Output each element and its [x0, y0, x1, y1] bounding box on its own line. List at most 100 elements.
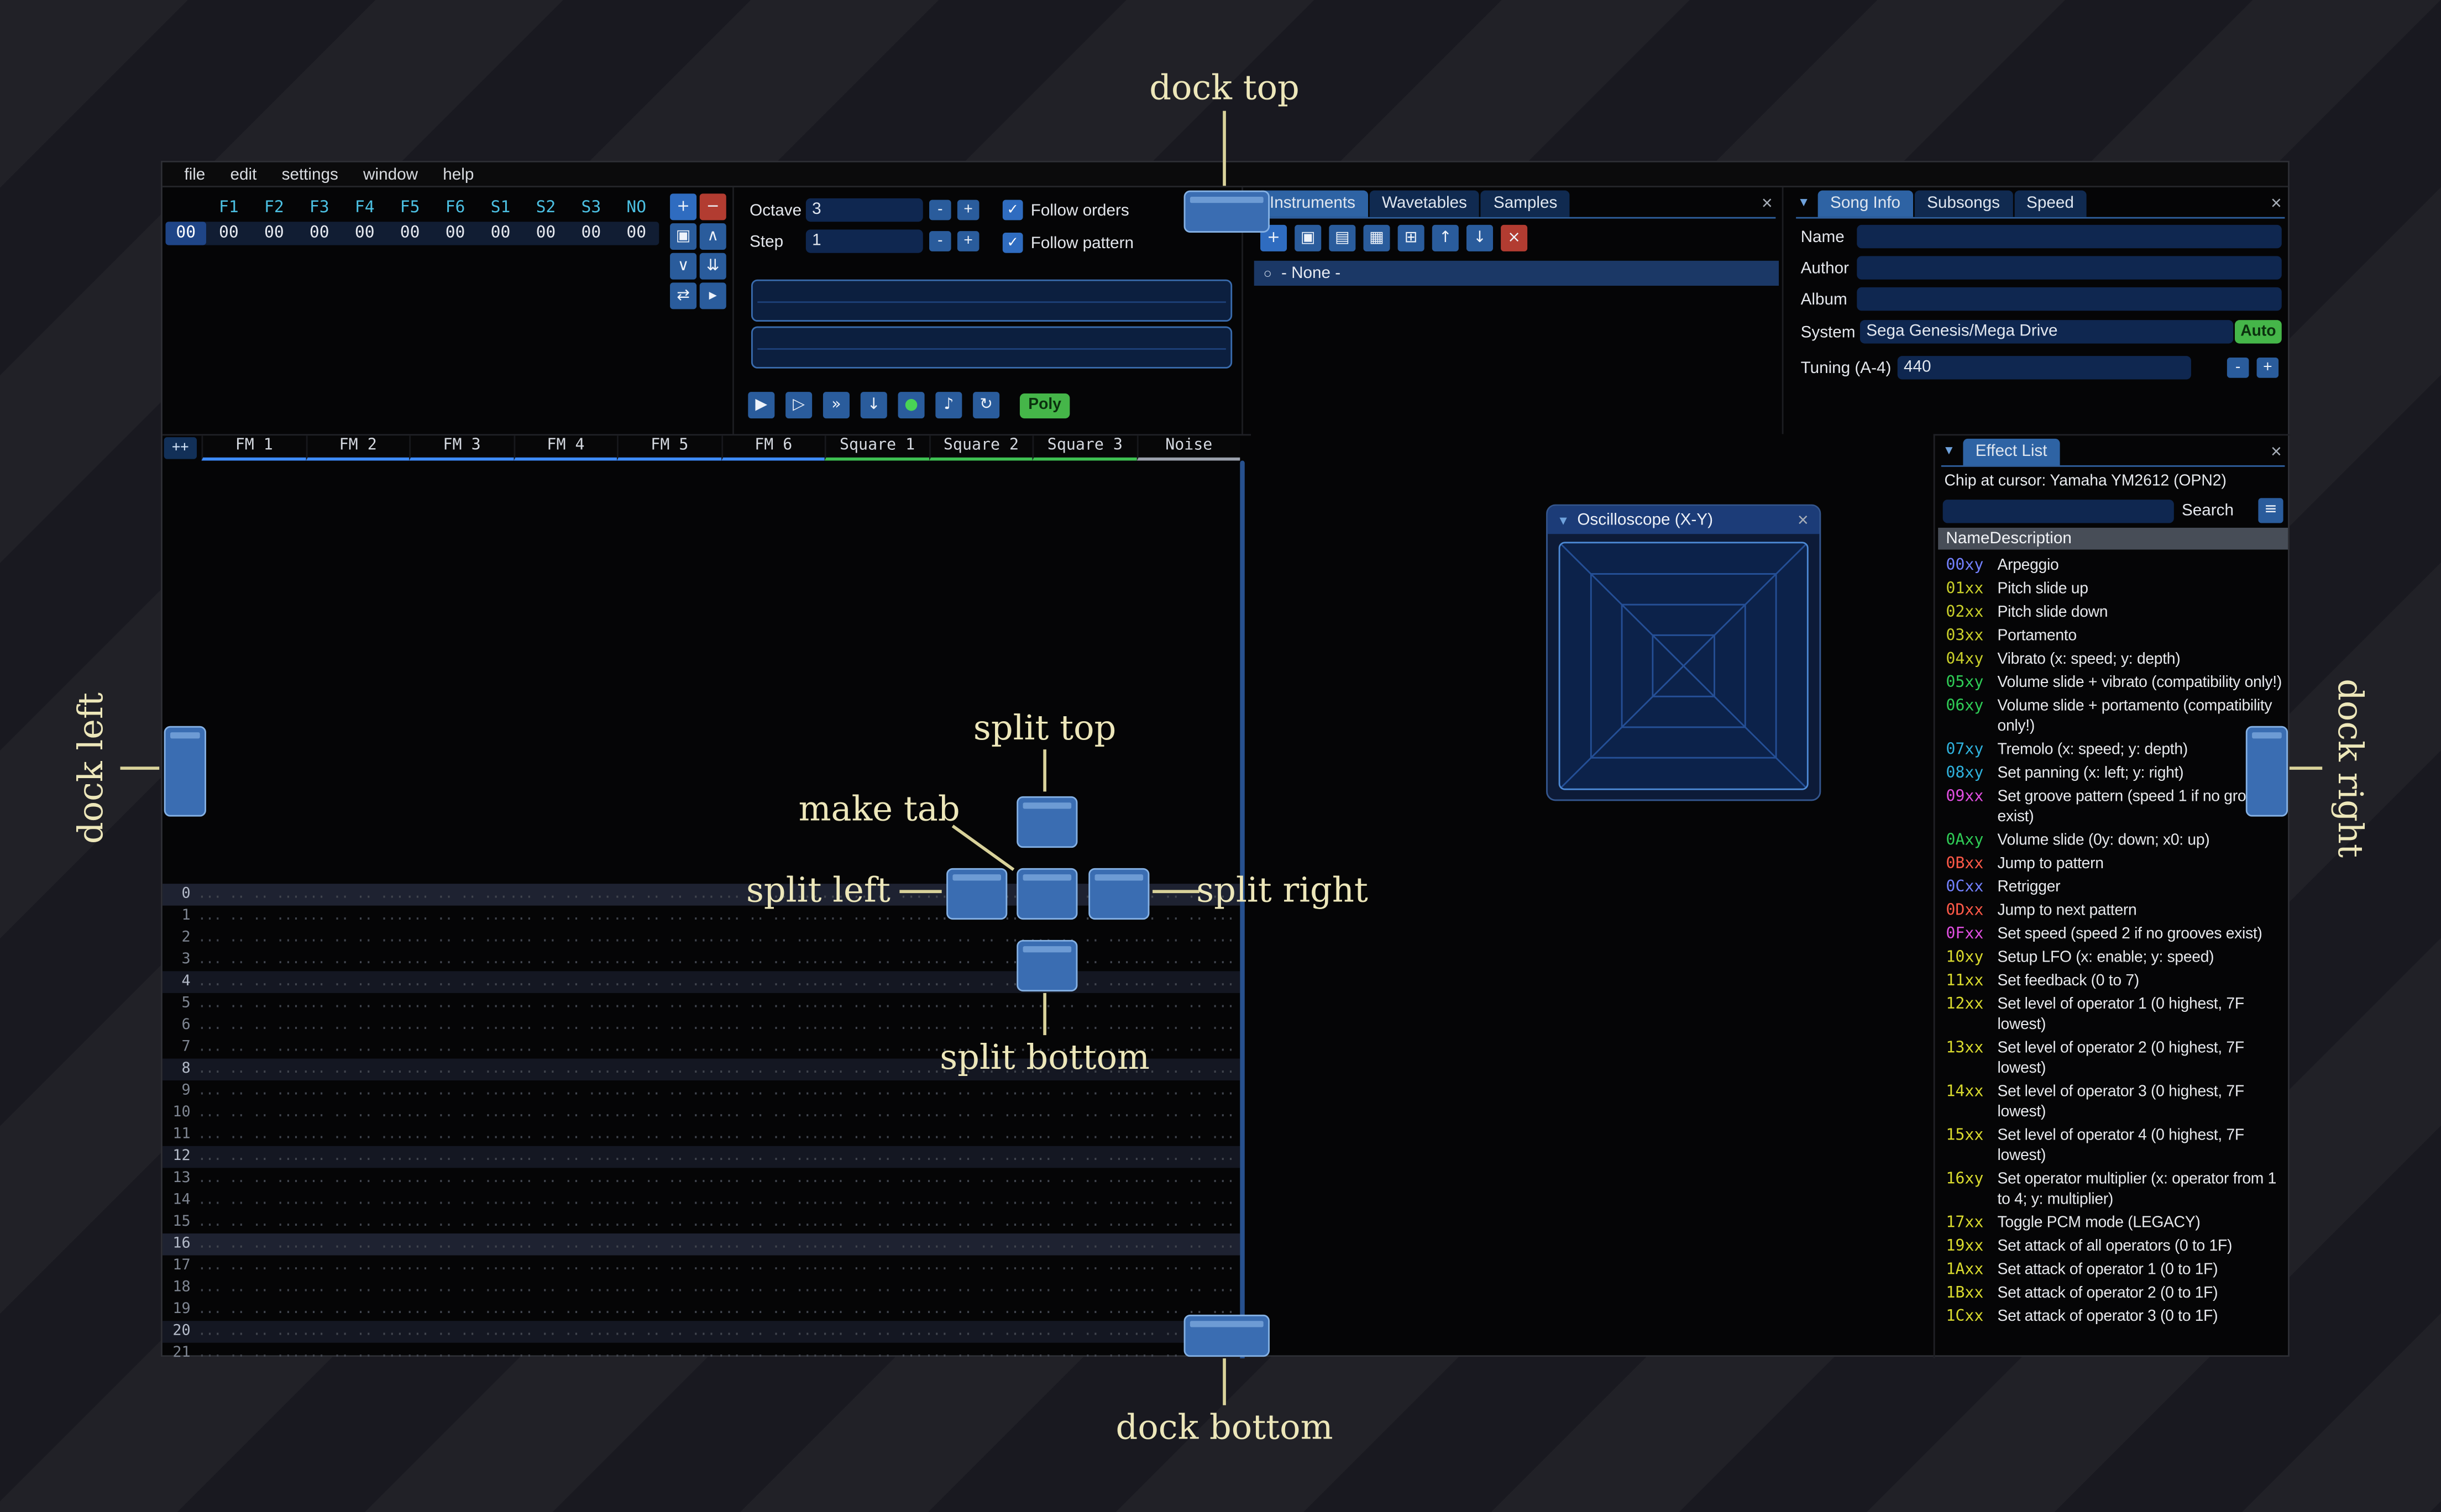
order-row-number[interactable]: 00: [165, 222, 206, 245]
pattern-cell[interactable]: ... .. .. ...: [197, 1215, 300, 1231]
pattern-cell[interactable]: ... .. .. ...: [717, 1302, 819, 1318]
pattern-cell[interactable]: ... .. .. ...: [301, 1302, 404, 1318]
pattern-cell[interactable]: ... .. .. ...: [821, 1258, 923, 1274]
pattern-cell[interactable]: ... .. .. ...: [924, 1236, 1027, 1252]
pattern-cell[interactable]: ... .. .. ...: [1132, 1105, 1235, 1121]
pattern-cell[interactable]: ... .. .. ...: [613, 1193, 715, 1209]
pattern-cell[interactable]: ... .. .. ...: [613, 1302, 715, 1318]
pattern-cell[interactable]: ... .. .. ...: [197, 886, 300, 903]
pattern-cell[interactable]: ... .. .. ...: [613, 1170, 715, 1187]
poly-button[interactable]: Poly: [1019, 392, 1070, 418]
pattern-cell[interactable]: ... .. .. ...: [301, 1040, 404, 1056]
instrument-save-button[interactable]: ▦: [1363, 224, 1390, 251]
step-increase-button[interactable]: +: [957, 231, 979, 251]
pattern-cell[interactable]: ... .. .. ...: [613, 1018, 715, 1034]
order-cell[interactable]: 00: [309, 223, 329, 242]
pattern-cell[interactable]: ... .. .. ...: [717, 1324, 819, 1340]
tuning-input[interactable]: 440: [1897, 356, 2191, 380]
pattern-cell[interactable]: ... .. .. ...: [1132, 1258, 1235, 1274]
window-titlebar[interactable]: ▼ Oscilloscope (X-Y) ×: [1547, 506, 1820, 534]
tab-samples[interactable]: Samples: [1481, 190, 1570, 217]
octave-decrease-button[interactable]: -: [929, 200, 951, 221]
pattern-cell[interactable]: ... .. .. ...: [613, 1258, 715, 1274]
menu-settings[interactable]: settings: [281, 165, 338, 183]
tuning-increase-button[interactable]: +: [2256, 357, 2279, 378]
dock-target-right[interactable]: [2245, 726, 2288, 817]
pattern-cell[interactable]: ... .. .. ...: [405, 952, 508, 968]
pattern-cell[interactable]: ... .. .. ...: [197, 1083, 300, 1100]
pattern-cell[interactable]: ... .. .. ...: [717, 1280, 819, 1296]
pattern-cell[interactable]: ... .. .. ...: [717, 1258, 819, 1274]
pattern-cell[interactable]: ... .. .. ...: [509, 1302, 611, 1318]
pattern-cell[interactable]: ... .. .. ...: [509, 1149, 611, 1165]
pattern-cell[interactable]: ... .. .. ...: [821, 909, 923, 925]
pattern-cell[interactable]: ... .. .. ...: [197, 1127, 300, 1143]
pattern-cell[interactable]: ... .. .. ...: [301, 1258, 404, 1274]
pattern-cell[interactable]: ... .. .. ...: [197, 1346, 300, 1359]
follow-orders-checkbox[interactable]: ✓: [1002, 200, 1023, 221]
instrument-clone-button[interactable]: ▣: [1295, 224, 1322, 251]
instrument-add-button[interactable]: +: [1260, 224, 1287, 251]
pattern-cell[interactable]: ... .. .. ...: [821, 1040, 923, 1056]
pattern-cell[interactable]: ... .. .. ...: [821, 1149, 923, 1165]
pattern-cell[interactable]: ... .. .. ...: [197, 952, 300, 968]
pattern-cell[interactable]: ... .. .. ...: [301, 930, 404, 947]
pattern-cell[interactable]: ... .. .. ...: [197, 1236, 300, 1252]
pattern-cell[interactable]: ... .. .. ...: [1028, 1062, 1131, 1078]
pattern-cell[interactable]: ... .. .. ...: [821, 1346, 923, 1359]
pattern-cell[interactable]: ... .. .. ...: [1028, 1346, 1131, 1359]
pattern-cell[interactable]: ... .. .. ...: [821, 1018, 923, 1034]
order-edit-mode-button[interactable]: ▸: [699, 282, 726, 309]
pattern-cell[interactable]: ... .. .. ...: [1132, 930, 1235, 947]
pattern-cell[interactable]: ... .. .. ...: [924, 1258, 1027, 1274]
pattern-cell[interactable]: ... .. .. ...: [821, 1302, 923, 1318]
pattern-cell[interactable]: ... .. .. ...: [821, 930, 923, 947]
tuning-decrease-button[interactable]: -: [2227, 357, 2249, 378]
order-move-down-button[interactable]: ∨: [670, 253, 697, 280]
pattern-cell[interactable]: ... .. .. ...: [821, 886, 923, 903]
pattern-cell[interactable]: ... .. .. ...: [1132, 974, 1235, 990]
pattern-cell[interactable]: ... .. .. ...: [301, 886, 404, 903]
pattern-cell[interactable]: ... .. .. ...: [301, 909, 404, 925]
pattern-cell[interactable]: ... .. .. ...: [1028, 1302, 1131, 1318]
pattern-cell[interactable]: ... .. .. ...: [301, 1236, 404, 1252]
pattern-cell[interactable]: ... .. .. ...: [821, 1193, 923, 1209]
pattern-cell[interactable]: ... .. .. ...: [924, 1149, 1027, 1165]
channel-header-fm-1[interactable]: FM 1: [201, 435, 306, 461]
pattern-cell[interactable]: ... .. .. ...: [197, 1149, 300, 1165]
pattern-cell[interactable]: ... .. .. ...: [301, 974, 404, 990]
pattern-cell[interactable]: ... .. .. ...: [1132, 1236, 1235, 1252]
pattern-cell[interactable]: ... .. .. ...: [301, 1105, 404, 1121]
order-cell[interactable]: 00: [445, 223, 465, 242]
pattern-cell[interactable]: ... .. .. ...: [405, 1040, 508, 1056]
pattern-cell[interactable]: ... .. .. ...: [405, 996, 508, 1012]
close-icon[interactable]: ×: [1797, 509, 1809, 531]
pattern-cell[interactable]: ... .. .. ...: [509, 930, 611, 947]
menu-icon[interactable]: ≡: [2258, 498, 2283, 523]
channel-header-fm-5[interactable]: FM 5: [616, 435, 721, 461]
pattern-cell[interactable]: ... .. .. ...: [301, 952, 404, 968]
collapse-icon[interactable]: ▼: [1797, 195, 1810, 209]
pattern-cell[interactable]: ... .. .. ...: [301, 1083, 404, 1100]
pattern-cell[interactable]: ... .. .. ...: [405, 1170, 508, 1187]
pattern-cell[interactable]: ... .. .. ...: [613, 1062, 715, 1078]
split-target-top[interactable]: [1017, 796, 1078, 848]
close-icon[interactable]: ×: [2270, 440, 2282, 463]
instrument-move-up-button[interactable]: ↑: [1432, 224, 1459, 251]
order-cell[interactable]: 00: [400, 223, 420, 242]
pattern-cell[interactable]: ... .. .. ...: [1028, 1040, 1131, 1056]
auto-tuning-button[interactable]: Auto: [2235, 320, 2282, 344]
split-target-right[interactable]: [1088, 868, 1150, 920]
pattern-cell[interactable]: ... .. .. ...: [717, 1018, 819, 1034]
pattern-cell[interactable]: ... .. .. ...: [197, 1280, 300, 1296]
order-move-up-button[interactable]: ∧: [699, 223, 726, 250]
